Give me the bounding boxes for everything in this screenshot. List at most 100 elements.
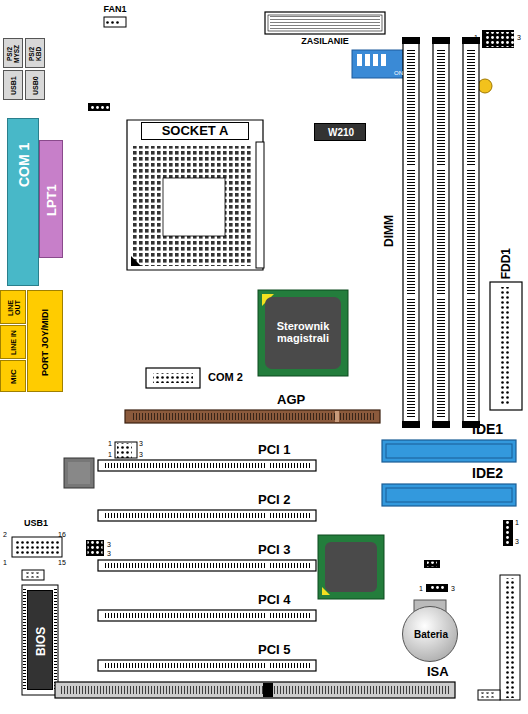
board-part <box>98 660 316 671</box>
chip <box>64 458 94 488</box>
component-label: PCI 2 <box>258 493 291 507</box>
bios-socket <box>54 589 57 691</box>
ide-connector: IDE1 <box>382 440 516 462</box>
ide-connector <box>386 444 512 458</box>
jumper <box>424 560 440 568</box>
pin-number: 16 <box>58 531 66 538</box>
jumper <box>429 586 444 591</box>
dip-switch <box>357 54 362 66</box>
component-label: LINE OUT <box>7 293 22 323</box>
dip-switch <box>352 50 404 78</box>
cpu-socket <box>127 120 264 270</box>
component-label: PORT JOY/MIDI <box>41 293 50 391</box>
bios-chip: BIOS <box>27 590 53 690</box>
component-label: PS/2 KBD <box>29 41 43 67</box>
component-label: LPT1 <box>45 143 59 257</box>
fan-header <box>115 442 137 458</box>
component-label: Bateria <box>406 630 456 641</box>
pin-number: 3 <box>451 585 455 592</box>
bios-socket <box>22 585 58 695</box>
southbridge-chip <box>318 535 384 599</box>
usb-header <box>12 537 62 557</box>
component-label: LINE IN <box>10 328 17 358</box>
southbridge-chip <box>318 535 384 599</box>
component-label: USB1 <box>10 73 17 99</box>
jumper <box>427 562 437 567</box>
jumper <box>424 560 440 568</box>
cpu-socket <box>131 256 141 266</box>
floppy-connector <box>490 282 522 410</box>
dip-switch <box>373 54 378 66</box>
component-label: PCI 3 <box>258 543 291 557</box>
fan-label: FAN1 <box>104 17 126 27</box>
pci-slot: PCI 5 <box>98 660 316 671</box>
pin-number: 3 <box>139 440 143 447</box>
floppy-connector: FDD1 <box>490 282 522 410</box>
pin-number: 1 <box>474 34 478 41</box>
board-part <box>402 37 420 428</box>
board-part <box>98 610 316 621</box>
floppy-connector <box>490 282 522 410</box>
component-label: ZASILANIE <box>301 37 349 46</box>
component-label: IDE1 <box>472 422 503 437</box>
board-part <box>98 560 316 571</box>
fan-header <box>478 690 500 700</box>
capacitor <box>478 79 492 93</box>
fan-header <box>104 17 126 27</box>
component-label: COM 2 <box>208 372 243 384</box>
component-label: BIOS <box>35 593 48 689</box>
lpt-port: LPT1 <box>39 140 63 258</box>
ide-connector <box>382 440 516 462</box>
ide-connector <box>382 484 516 506</box>
clock-chip: W210 <box>314 123 366 141</box>
pin-number: 3 <box>107 550 111 557</box>
isa-slot: ISA <box>55 682 455 698</box>
jumper <box>482 30 514 48</box>
usb-header: USB1 <box>12 537 62 557</box>
component-label: MIC <box>10 363 18 391</box>
pin-number: 15 <box>58 559 66 566</box>
usb-port: USB1 <box>3 70 23 100</box>
agp-slot <box>125 410 380 423</box>
component-label: COM 1 <box>17 83 32 247</box>
audio-jack: LINE IN <box>0 325 26 359</box>
jumper <box>506 521 511 546</box>
fan-header <box>480 693 495 698</box>
usb-header <box>14 539 59 554</box>
front-panel-header <box>505 578 515 698</box>
component-label: PCI 1 <box>258 443 291 457</box>
dimm-slots: DIMM <box>402 40 480 425</box>
pin-number: 3 <box>139 451 143 458</box>
battery: Bateria <box>402 606 458 662</box>
pin-number: 1 <box>515 519 519 526</box>
jumper <box>88 103 110 111</box>
com2-header <box>146 368 200 388</box>
jumper <box>86 540 104 556</box>
ps2-port: PS/2 KBD <box>25 38 45 68</box>
pci-slot: PCI 3 <box>98 560 316 571</box>
fan-header <box>22 570 44 580</box>
pin-number: 1 <box>3 559 7 566</box>
isa-slot <box>55 682 455 698</box>
fan-header <box>104 17 126 27</box>
pin-number: 1 <box>108 440 112 447</box>
jumper <box>503 520 513 546</box>
game-port: PORT JOY/MIDI <box>27 290 63 392</box>
power-connector <box>270 16 380 31</box>
agp-slot <box>335 411 339 422</box>
component-label: W210 <box>318 128 364 139</box>
usb-header <box>12 537 62 557</box>
ps2-port: PS/2 MYSZ <box>3 38 23 68</box>
fan-header <box>24 573 39 578</box>
power-connector <box>265 12 385 34</box>
component-label: PS/2 MYSZ <box>7 41 21 67</box>
bios-socket <box>23 589 26 691</box>
capacitor <box>478 79 492 93</box>
com2-header <box>153 373 193 383</box>
dip-switch <box>381 54 386 66</box>
com-header: COM 2 <box>146 368 200 388</box>
component-label: AGP <box>277 393 305 407</box>
pci-slot: PCI 2 <box>98 510 316 521</box>
jumper <box>88 103 110 111</box>
